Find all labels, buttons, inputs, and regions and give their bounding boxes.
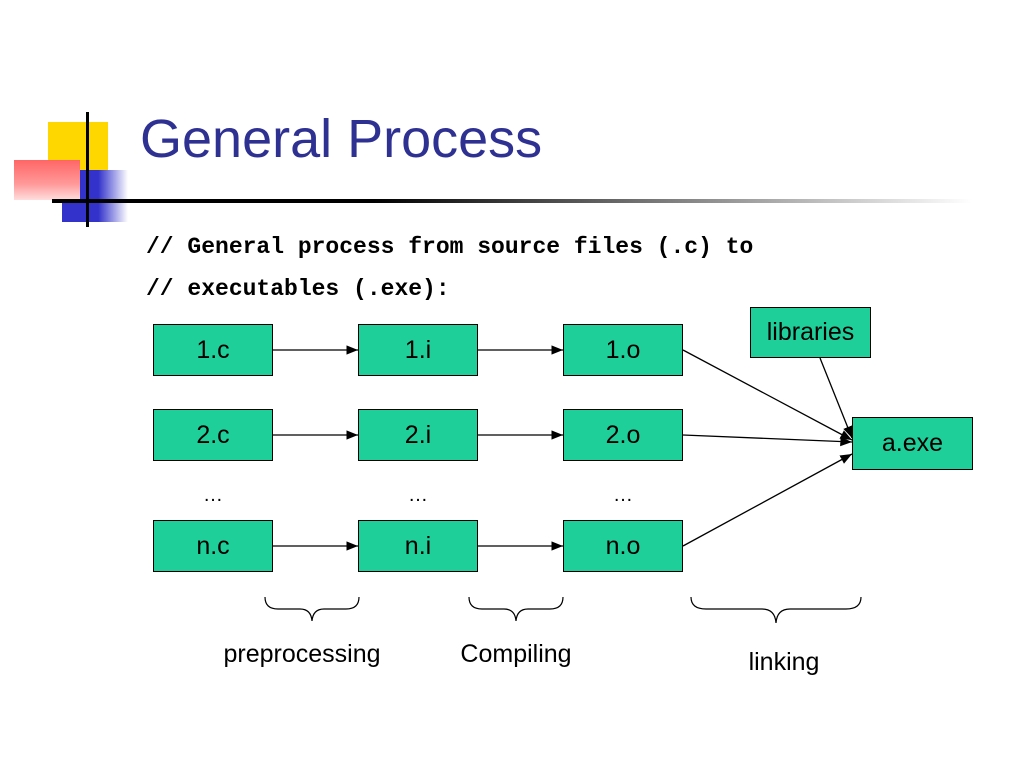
ellipsis-sources: … bbox=[203, 484, 223, 506]
box-preprocessed-1: 1.i bbox=[358, 324, 478, 376]
vertical-accent-line bbox=[86, 112, 89, 227]
brace-compiling bbox=[468, 596, 564, 622]
slide-title: General Process bbox=[140, 109, 543, 169]
box-source-2: 2.c bbox=[153, 409, 273, 461]
stage-label-linking: linking bbox=[748, 648, 820, 676]
stage-label-compiling: Compiling bbox=[460, 640, 572, 668]
brace-linking bbox=[690, 596, 862, 624]
box-preprocessed-n: n.i bbox=[358, 520, 478, 572]
ellipsis-preprocessed: … bbox=[408, 484, 428, 506]
code-comment-line-1: // General process from source files (.c… bbox=[146, 234, 754, 260]
arrow-libraries-to-exe bbox=[819, 357, 853, 439]
brace-preprocessing bbox=[264, 596, 360, 622]
arrow-1o-to-exe bbox=[682, 349, 853, 441]
red-accent-square bbox=[14, 160, 80, 200]
box-output-exe: a.exe bbox=[852, 417, 973, 470]
arrow-2o-to-exe bbox=[682, 434, 853, 447]
box-source-1: 1.c bbox=[153, 324, 273, 376]
box-object-n: n.o bbox=[563, 520, 683, 572]
box-libraries: libraries bbox=[750, 307, 871, 358]
code-comment-line-2: // executables (.exe): bbox=[146, 276, 450, 302]
box-source-n: n.c bbox=[153, 520, 273, 572]
stage-label-preprocessing: preprocessing bbox=[223, 640, 381, 668]
box-preprocessed-2: 2.i bbox=[358, 409, 478, 461]
box-object-2: 2.o bbox=[563, 409, 683, 461]
arrow-no-to-exe bbox=[682, 453, 853, 547]
ellipsis-objects: … bbox=[613, 484, 633, 506]
box-object-1: 1.o bbox=[563, 324, 683, 376]
title-underline bbox=[52, 199, 972, 203]
